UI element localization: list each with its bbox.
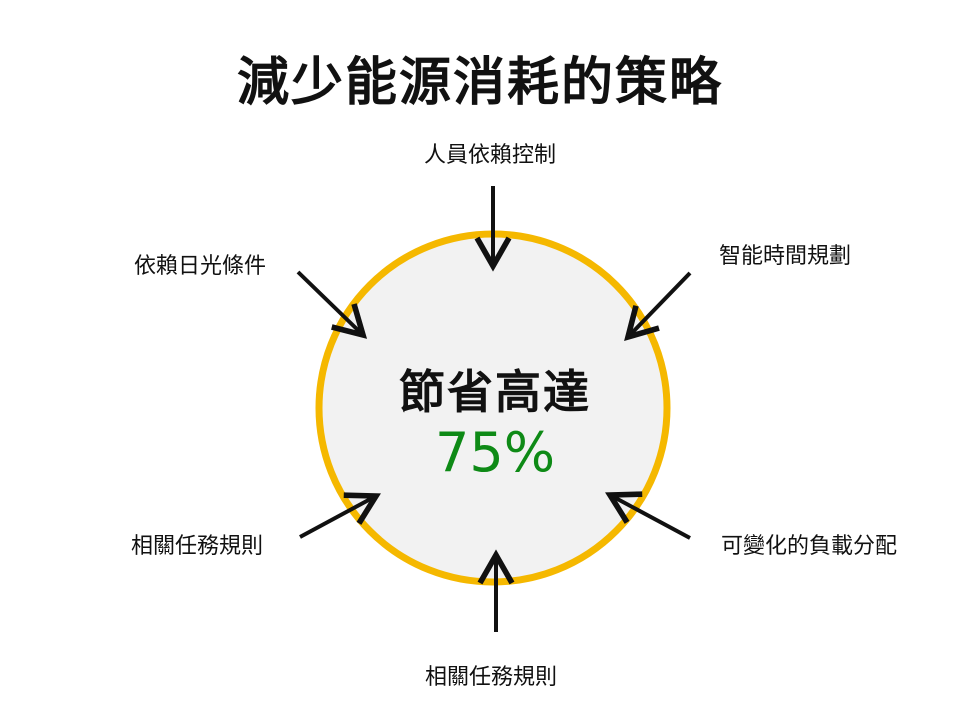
arrow-top-right <box>624 271 692 342</box>
page-title: 減少能源消耗的策略 <box>236 53 723 113</box>
strategy-label-top-right: 智能時間規劃 <box>719 244 852 269</box>
savings-value: 75% <box>434 421 556 484</box>
strategy-label-bottom: 相關任務規則 <box>425 665 558 690</box>
center-label: 節省高達 <box>399 365 591 419</box>
strategy-label-top-left: 依賴日光條件 <box>134 254 267 279</box>
strategy-label-bottom-left: 相關任務規則 <box>131 534 264 559</box>
arrow-bottom-left <box>299 492 381 539</box>
arrow-top-left <box>296 270 368 339</box>
strategy-label-top: 人員依賴控制 <box>424 143 557 168</box>
strategy-label-bottom-right: 可變化的負載分配 <box>721 534 898 559</box>
arrow-bottom-right <box>605 491 691 540</box>
